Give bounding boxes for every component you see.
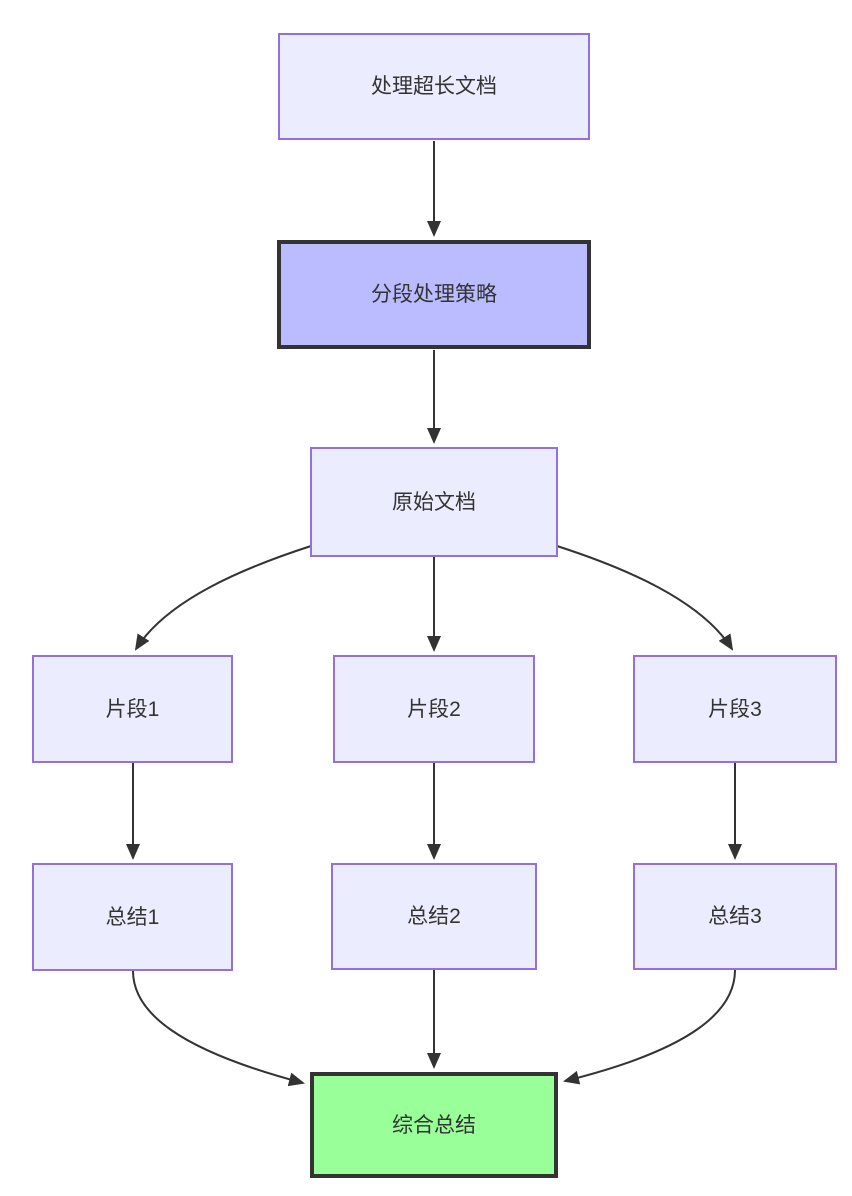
edge-summary-1-to-final: [132, 970, 305, 1087]
node-fragment-1: 片段1: [32, 655, 233, 763]
node-fragment-3: 片段3: [633, 655, 837, 763]
node-process-long-doc: 处理超长文档: [278, 33, 590, 140]
node-final-summary: 综合总结: [310, 1072, 558, 1178]
edge-original-to-fragment-3: [556, 545, 734, 651]
node-segment-strategy: 分段处理策略: [277, 240, 591, 349]
edge-summary-3-to-final: [563, 969, 736, 1085]
node-fragment-2: 片段2: [333, 655, 535, 763]
node-summary-1: 总结1: [32, 863, 233, 971]
edge-original-to-fragment-1: [134, 545, 312, 651]
node-summary-3: 总结3: [633, 863, 837, 970]
node-summary-2: 总结2: [331, 863, 537, 970]
node-original-doc: 原始文档: [310, 447, 558, 557]
